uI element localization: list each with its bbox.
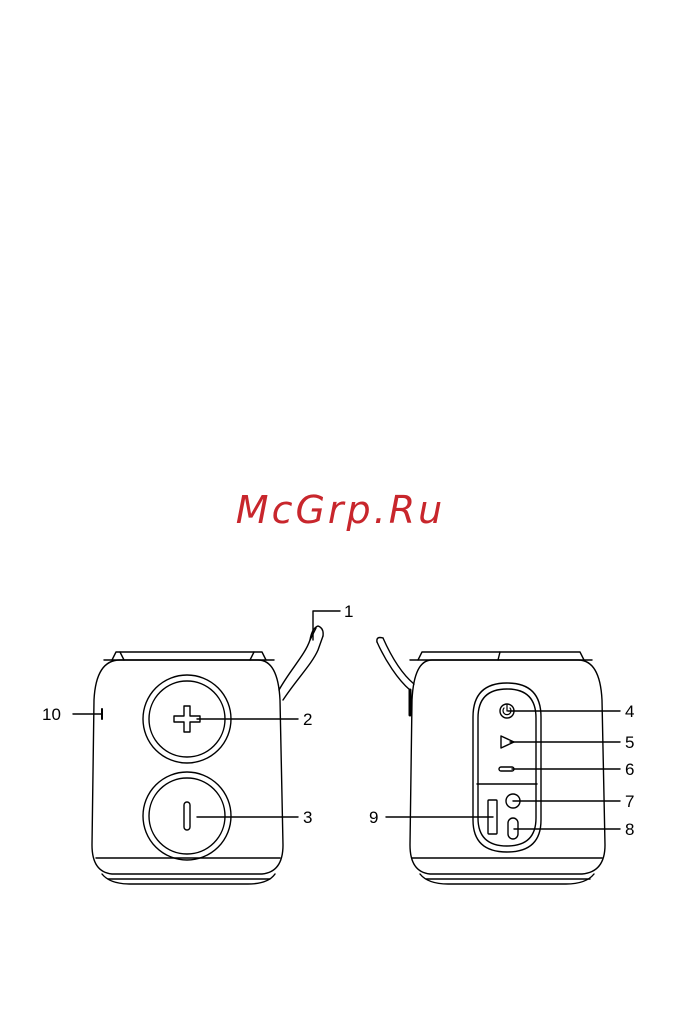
- speaker-back-view: [377, 638, 620, 885]
- callout-9: 9: [369, 808, 378, 827]
- minus-icon: [184, 802, 190, 830]
- callout-3: 3: [303, 808, 312, 827]
- top-cap-front: [104, 652, 274, 660]
- callout-7: 7: [625, 792, 634, 811]
- speaker-body-front: [92, 660, 283, 874]
- callout-line-1: [313, 611, 340, 640]
- callout-6: 6: [625, 760, 634, 779]
- callout-5: 5: [625, 733, 634, 752]
- callout-10: 10: [42, 705, 61, 724]
- callout-1: 1: [344, 602, 353, 621]
- callout-2: 2: [303, 710, 312, 729]
- plus-icon: [174, 706, 200, 732]
- speaker-front-view: [73, 611, 340, 884]
- base-front: [96, 858, 280, 884]
- strap-front: [279, 626, 323, 700]
- volume-down-button[interactable]: [143, 772, 231, 860]
- callout-4: 4: [625, 702, 634, 721]
- base-back: [412, 858, 602, 884]
- callout-8: 8: [625, 820, 634, 839]
- strap-back: [377, 638, 414, 691]
- top-cap-back: [410, 652, 592, 660]
- power-icon: [503, 705, 511, 715]
